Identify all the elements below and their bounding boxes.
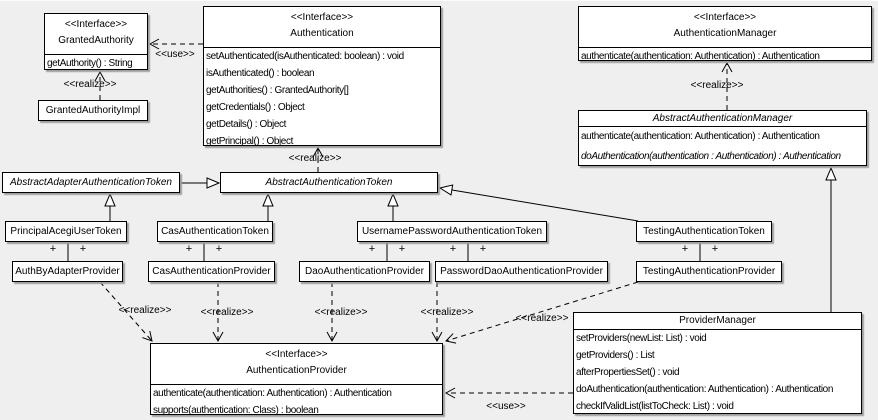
class-cas-authentication-token: CasAuthenticationToken xyxy=(157,221,273,242)
class-authentication-manager: <<Interface>> AuthenticationManager auth… xyxy=(578,6,872,62)
method: authenticate(authentication: Authenticat… xyxy=(581,51,820,62)
class-name: UsernamePasswordAuthenticationToken xyxy=(361,226,543,237)
method: afterPropertiesSet() : void xyxy=(576,367,680,378)
class-authentication-provider: <<Interface>> AuthenticationProvider aut… xyxy=(150,343,443,416)
realize-authbyadapter-provider xyxy=(99,281,153,342)
class-testing-authentication-token: TestingAuthenticationToken xyxy=(636,221,772,242)
class-password-dao-authentication-provider: PasswordDaoAuthenticationProvider xyxy=(435,261,608,282)
class-principal-acegi-user-token: PrincipalAcegiUserToken xyxy=(5,221,127,242)
method: authenticate(authentication: Authenticat… xyxy=(153,388,392,399)
assoc-end-label: + xyxy=(185,243,193,255)
class-name: PrincipalAcegiUserToken xyxy=(10,226,122,237)
stereotype-label: <<Interface>> xyxy=(693,12,757,23)
assoc-end-label: + xyxy=(681,243,689,255)
use-label: <<use>> xyxy=(486,401,526,412)
method: checkIfValidList(listToCheck: List) : vo… xyxy=(576,401,734,412)
assoc-end-label: + xyxy=(398,243,406,255)
class-granted-authority-impl: GrantedAuthorityImpl xyxy=(38,100,148,121)
class-name: Authentication xyxy=(290,28,354,39)
class-header: AbstractAuthenticationManager xyxy=(579,111,866,127)
method: authenticate(authentication: Authenticat… xyxy=(581,131,820,142)
stereotype-label: <<Interface>> xyxy=(290,12,354,23)
assoc-end-label: + xyxy=(449,243,457,255)
class-username-password-authentication-token: UsernamePasswordAuthenticationToken xyxy=(357,221,547,242)
method: getDetails() : Object xyxy=(206,119,286,130)
realize-label: <<realize>> xyxy=(690,80,744,91)
class-name: AuthenticationProvider xyxy=(246,365,347,376)
class-name: AbstractAuthenticationManager xyxy=(652,113,793,124)
method: supports(authentication: Class) : boolea… xyxy=(153,405,319,416)
class-header: <<Interface>> Authentication xyxy=(204,7,440,48)
class-provider-manager: ProviderManager setProviders(newList: Li… xyxy=(573,312,862,414)
method: getAuthority() : String xyxy=(47,58,133,69)
class-header: <<Interface>> AuthenticationProvider xyxy=(151,344,442,385)
class-header: <<Interface>> GrantedAuthority xyxy=(45,14,147,55)
assoc-end-label: + xyxy=(368,243,376,255)
class-granted-authority: <<Interface>> GrantedAuthority getAuthor… xyxy=(44,13,148,70)
assoc-end-label: + xyxy=(711,243,719,255)
realize-label: <<realize>> xyxy=(200,307,254,318)
method: setAuthenticated(isAuthenticated: boolea… xyxy=(206,51,404,62)
class-abstract-adapter-authentication-token: AbstractAdapterAuthenticationToken xyxy=(2,172,180,193)
class-name: TestingAuthenticationProvider xyxy=(642,266,776,277)
stereotype-label: <<Interface>> xyxy=(64,19,128,30)
class-auth-by-adapter-provider: AuthByAdapterProvider xyxy=(12,261,123,282)
method: getPrincipal() : Object xyxy=(206,136,293,147)
method: getAuthorities() : GrantedAuthority[] xyxy=(206,85,349,96)
class-abstract-authentication-manager: AbstractAuthenticationManager authentica… xyxy=(578,110,867,166)
class-name: GrantedAuthorityImpl xyxy=(45,105,141,116)
realize-label: <<realize>> xyxy=(63,79,117,90)
class-header: ProviderManager xyxy=(574,313,861,330)
class-abstract-authentication-token: AbstractAuthenticationToken xyxy=(220,172,438,193)
class-cas-authentication-provider: CasAuthenticationProvider xyxy=(148,261,275,282)
class-name: AbstractAuthenticationToken xyxy=(265,177,393,188)
realize-label: <<realize>> xyxy=(420,307,474,318)
class-name: TestingAuthenticationToken xyxy=(643,226,765,237)
assoc-end-label: + xyxy=(479,243,487,255)
assoc-end-label: + xyxy=(215,243,223,255)
class-name: CasAuthenticationToken xyxy=(161,226,269,237)
method: getCredentials() : Object xyxy=(206,102,305,113)
class-header: <<Interface>> AuthenticationManager xyxy=(579,7,871,48)
class-testing-authentication-provider: TestingAuthenticationProvider xyxy=(636,261,782,282)
class-name: AuthenticationManager xyxy=(673,28,777,39)
method: doAuthentication(authentication: Authent… xyxy=(576,384,833,395)
class-name: PasswordDaoAuthenticationProvider xyxy=(440,266,603,277)
method: setProviders(newList: List) : void xyxy=(576,333,707,344)
realize-label: <<realize>> xyxy=(118,305,172,316)
class-name: DaoAuthenticationProvider xyxy=(305,266,424,277)
class-name: CasAuthenticationProvider xyxy=(152,266,271,277)
assoc-end-label: + xyxy=(49,243,57,255)
method-abstract: doAuthentication(authentication : Authen… xyxy=(581,151,841,162)
use-label: <<use>> xyxy=(155,49,195,60)
class-dao-authentication-provider: DaoAuthenticationProvider xyxy=(299,261,430,282)
class-name: AuthByAdapterProvider xyxy=(15,266,120,277)
realize-label: <<realize>> xyxy=(314,307,368,318)
stereotype-label: <<Interface>> xyxy=(265,349,328,360)
realize-label: <<realize>> xyxy=(288,153,342,164)
class-name: AbstractAdapterAuthenticationToken xyxy=(10,177,172,188)
method: getProviders() : List xyxy=(576,350,655,361)
class-name: ProviderManager xyxy=(679,315,756,326)
class-name: GrantedAuthority xyxy=(58,35,134,46)
method: isAuthenticated() : boolean xyxy=(206,68,315,79)
realize-testing-provider xyxy=(445,281,639,344)
realize-label: <<realize>> xyxy=(515,313,569,324)
class-authentication: <<Interface>> Authentication setAuthenti… xyxy=(203,6,441,147)
generalization-testing-token xyxy=(438,184,639,222)
assoc-end-label: + xyxy=(79,243,87,255)
